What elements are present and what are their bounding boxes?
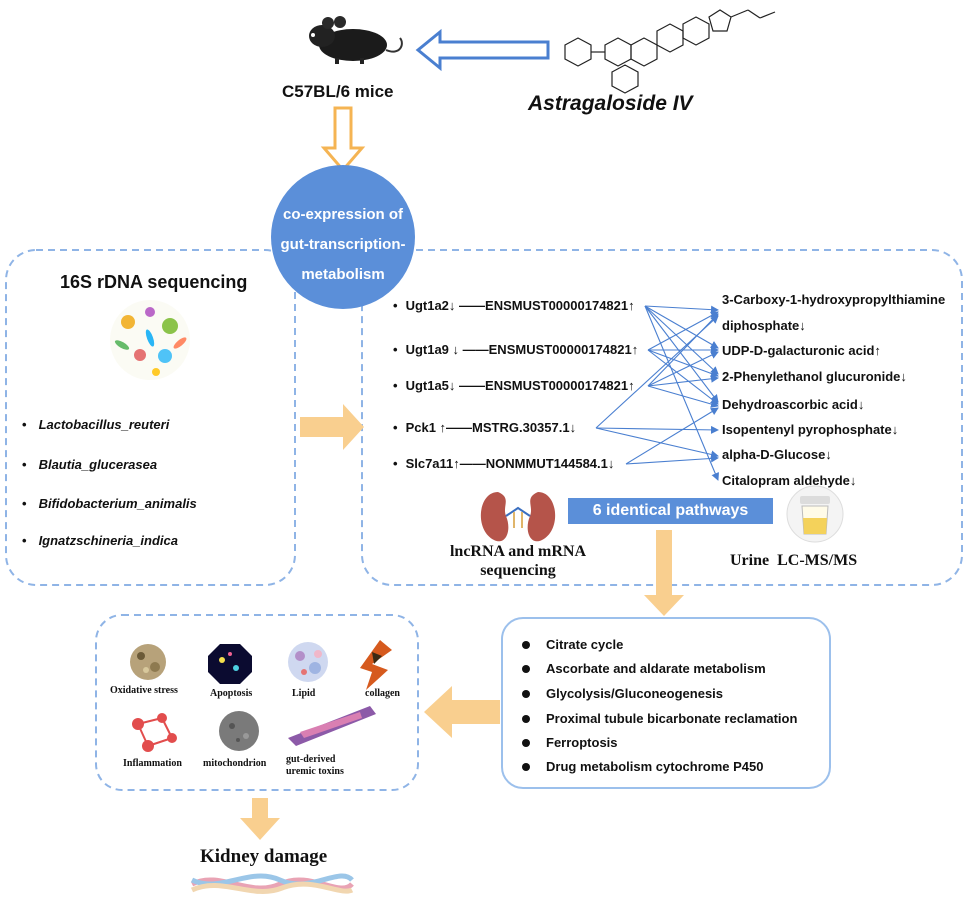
effects-to-kidney-arrow xyxy=(240,798,280,840)
bullet-icon xyxy=(522,664,530,673)
mouse-icon xyxy=(309,16,403,64)
bacteria-item: •Blautia_glucerasea xyxy=(22,457,158,472)
uremic-toxins-icon xyxy=(288,706,376,746)
apoptosis-icon xyxy=(208,644,252,684)
pathway-item: Ferroptosis xyxy=(522,735,618,750)
gene-row: •Ugt1a9 ↓ ——ENSMUST00000174821↑ xyxy=(393,342,639,357)
right-to-pathways-arrow xyxy=(644,530,684,616)
metabolite-item: Dehydroascorbic acid↓ xyxy=(722,397,865,412)
apoptosis-label: Apoptosis xyxy=(210,688,253,699)
effects-panel-border xyxy=(95,614,419,791)
metabolite-item: 2-Phenylethanol glucuronide↓ xyxy=(722,369,907,384)
mitochondrion-icon xyxy=(219,711,259,751)
bacteria-item: •Bifidobacterium_animalis xyxy=(22,496,197,511)
kidney-damage-label: Kidney damage xyxy=(200,846,328,867)
pathway-item: Ascorbate and aldarate metabolism xyxy=(522,661,766,676)
left-to-right-arrow xyxy=(300,404,364,450)
left-panel-title: 16S rDNA sequencing xyxy=(60,272,248,292)
urine-label: Urine LC-MS/MS xyxy=(730,552,858,569)
metabolite-item: UDP-D-galacturonic acid↑ xyxy=(722,343,881,358)
bullet-icon xyxy=(522,689,530,698)
uremic-toxins-line1: gut-derived xyxy=(286,754,336,765)
left-panel-border xyxy=(5,249,296,586)
gene-row: •Slc7a11↑——NONMMUT144584.1↓ xyxy=(393,456,615,471)
center-line-1: co-expression of xyxy=(282,206,404,223)
oxidative-stress-icon xyxy=(130,644,166,680)
bacteria-item: •Ignatzschineria_indica xyxy=(22,533,178,548)
collagen-label: collagen xyxy=(365,688,400,699)
uremic-toxins-label: gut-derived uremic toxins xyxy=(286,754,344,778)
gene-row: •Ugt1a5↓ ——ENSMUST00000174821↑ xyxy=(393,378,635,393)
pathways-to-effects-arrow xyxy=(424,686,500,738)
mitochondrion-label: mitochondrion xyxy=(203,758,267,769)
pathways-banner-text: 6 identical pathways xyxy=(592,502,749,519)
gene-metabolite-connectors xyxy=(595,305,719,481)
lipid-icon xyxy=(288,642,328,682)
urine-cup-icon xyxy=(786,485,844,543)
lncrna-label-line2: sequencing xyxy=(480,562,556,579)
bullet-icon xyxy=(522,714,530,723)
bullet-icon xyxy=(522,762,530,771)
pathways-banner: 6 identical pathways xyxy=(568,498,773,524)
pathway-item: Glycolysis/Gluconeogenesis xyxy=(522,686,723,701)
inflammation-label: Inflammation xyxy=(123,758,182,769)
pathway-item: Proximal tubule bicarbonate reclamation xyxy=(522,711,797,726)
microbiome-icon xyxy=(110,300,190,380)
uremic-toxins-line2: uremic toxins xyxy=(286,766,344,777)
gene-row: •Ugt1a2↓ ——ENSMUST00000174821↑ xyxy=(393,298,635,313)
oxidative-stress-label: Oxidative stress xyxy=(110,685,178,696)
center-line-2: gut-transcription- xyxy=(280,236,406,253)
astragaloside-structure-icon xyxy=(564,9,776,94)
pathway-item: Drug metabolism cytochrome P450 xyxy=(522,759,763,774)
metabolite-item: alpha-D-Glucose↓ xyxy=(722,447,832,462)
compound-label: Astragaloside IV xyxy=(528,92,693,115)
bullet-icon xyxy=(522,640,530,649)
metabolite-item: diphosphate↓ xyxy=(722,318,806,333)
mouse-to-center-arrow xyxy=(320,106,366,173)
center-line-3: metabolism xyxy=(301,266,385,283)
dna-rope-icon xyxy=(190,873,354,894)
lncrna-label-line1: lncRNA and mRNA xyxy=(449,543,586,560)
collagen-icon xyxy=(360,640,392,690)
bullet-icon xyxy=(522,738,530,747)
bacteria-item: •Lactobacillus_reuteri xyxy=(22,417,170,432)
pathways-box xyxy=(501,617,831,789)
metabolite-item: Isopentenyl pyrophosphate↓ xyxy=(722,422,899,437)
metabolite-item: 3-Carboxy-1-hydroxypropylthiamine xyxy=(722,292,946,307)
kidney-icon xyxy=(480,492,556,542)
mice-label: C57BL/6 mice xyxy=(282,82,394,101)
lipid-label: Lipid xyxy=(292,688,316,699)
gene-row: •Pck1 ↑——MSTRG.30357.1↓ xyxy=(393,420,577,435)
metabolite-item: Citalopram aldehyde↓ xyxy=(722,473,857,488)
pathway-item: Citrate cycle xyxy=(522,637,623,652)
inflammation-icon xyxy=(132,713,177,752)
center-circle-text: co-expression of gut-transcription- meta… xyxy=(271,200,415,290)
lncrna-label: lncRNA and mRNA sequencing xyxy=(438,542,598,580)
center-circle xyxy=(271,165,415,309)
compound-to-mouse-arrow xyxy=(415,28,550,72)
